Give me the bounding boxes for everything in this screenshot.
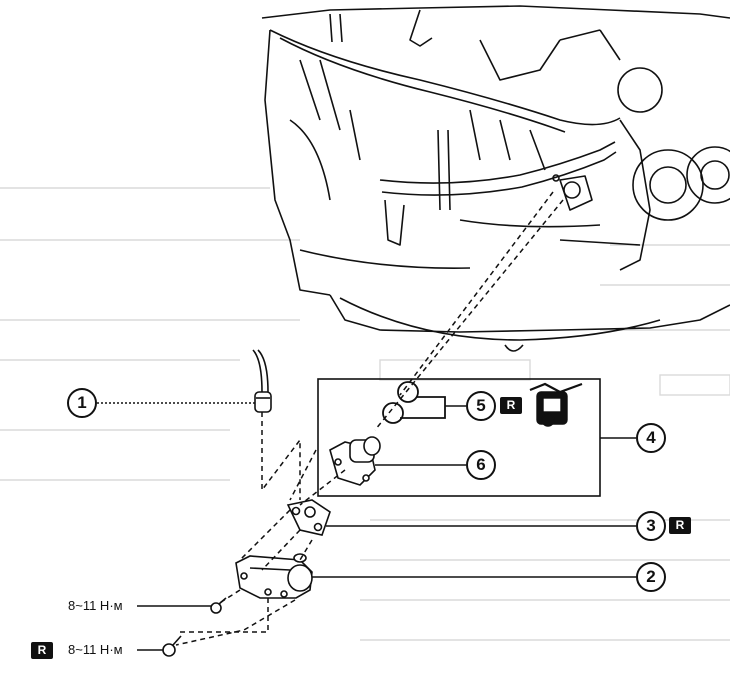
replace-marker-3: R	[669, 517, 691, 534]
callout-2: 2	[636, 562, 666, 592]
callout-5: 5	[466, 391, 496, 421]
engine-block	[261, 5, 730, 352]
replace-marker-bolt: R	[31, 642, 53, 659]
leader-lines	[97, 402, 636, 651]
control-solenoid	[329, 436, 381, 486]
valve-body	[235, 553, 313, 599]
bolts	[162, 597, 227, 657]
callout-3: 3	[636, 511, 666, 541]
background-ghost-lines	[0, 187, 730, 641]
torque-label-upper: 8~11 Н·м	[68, 598, 123, 613]
sensor-connector	[252, 349, 272, 413]
assembly-guide-lines	[175, 191, 564, 646]
callout-1: 1	[67, 388, 97, 418]
gasket	[286, 499, 331, 536]
torque-label-lower: 8~11 Н·м	[68, 642, 123, 657]
o-ring-seals	[382, 381, 446, 424]
callout-6: 6	[466, 450, 496, 480]
replace-marker-5: R	[500, 397, 522, 414]
callout-4: 4	[636, 423, 666, 453]
grease-icon	[529, 382, 583, 427]
